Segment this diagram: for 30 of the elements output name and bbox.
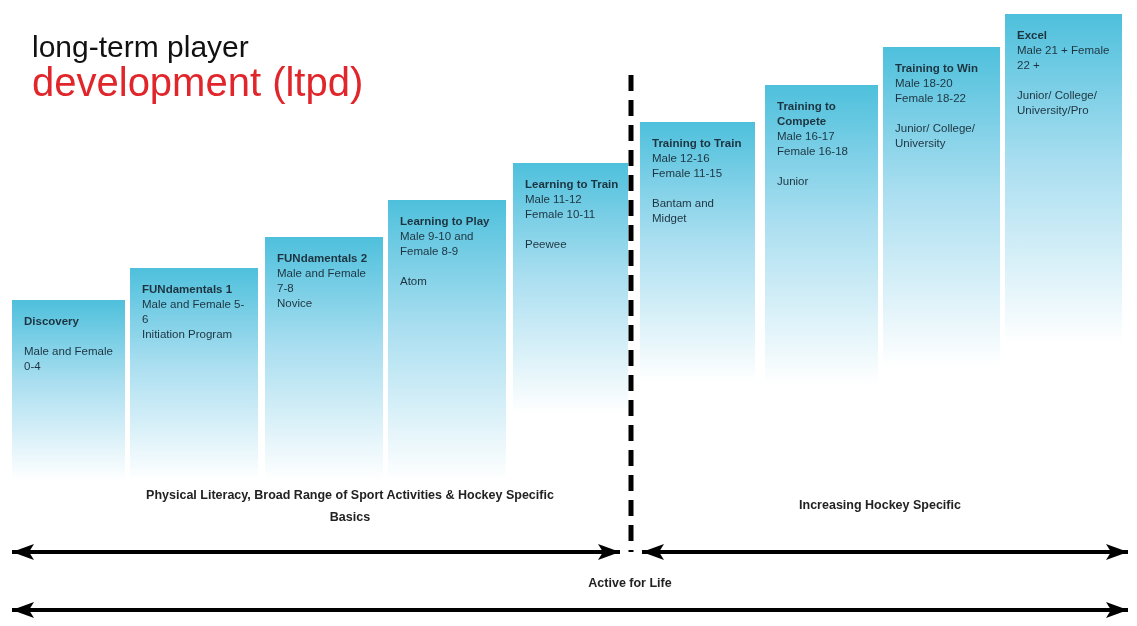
phase-label: Physical Literacy, Broad Range of Sport Activities & Hockey Specific Basics bbox=[145, 487, 555, 526]
phase-label: Increasing Hockey Specific bbox=[798, 498, 962, 512]
stage-heading: FUNdamentals 1 bbox=[142, 282, 234, 297]
age-range-text: Male 9-10 and Female 8-9 bbox=[400, 229, 475, 259]
stage-heading: Training to Win bbox=[895, 61, 979, 76]
level-text: Junior bbox=[777, 174, 810, 189]
age-range-text: Male and Female 7-8 bbox=[277, 266, 367, 296]
age-range-text: Male 21 + Female 22 + bbox=[1017, 43, 1111, 73]
level-text: Initiation Program bbox=[142, 327, 234, 342]
stage-heading: Discovery bbox=[24, 314, 80, 329]
stage-heading: Learning to Train bbox=[525, 177, 620, 192]
stage-heading: Learning to Play bbox=[400, 214, 491, 229]
age-range-text: Male 11-12 Female 10-11 bbox=[525, 192, 597, 222]
stage-heading: Training to Train bbox=[652, 136, 743, 151]
level-text: Junior/ College/ University/Pro bbox=[1017, 88, 1098, 118]
age-range-text: Male 18-20 Female 18-22 bbox=[895, 76, 967, 106]
age-range-text: Male 16-17 Female 16-18 bbox=[777, 129, 849, 159]
level-text: Novice bbox=[277, 296, 314, 311]
level-text: Bantam and Midget bbox=[652, 196, 715, 226]
stage-heading: Excel bbox=[1017, 28, 1049, 43]
age-range-text: Male 12-16 Female 11-15 bbox=[652, 151, 724, 181]
stage-heading: Training to Compete bbox=[777, 99, 837, 129]
stage-heading: FUNdamentals 2 bbox=[277, 251, 369, 266]
span-label: Active for Life bbox=[587, 576, 673, 590]
age-range-text: Male and Female 5-6 bbox=[142, 297, 246, 327]
level-text: Peewee bbox=[525, 237, 568, 252]
level-text: Junior/ College/ University bbox=[895, 121, 976, 151]
level-text: Atom bbox=[400, 274, 428, 289]
title-text: long-term player bbox=[32, 30, 249, 64]
age-range-text: Male and Female 0-4 bbox=[24, 344, 114, 374]
